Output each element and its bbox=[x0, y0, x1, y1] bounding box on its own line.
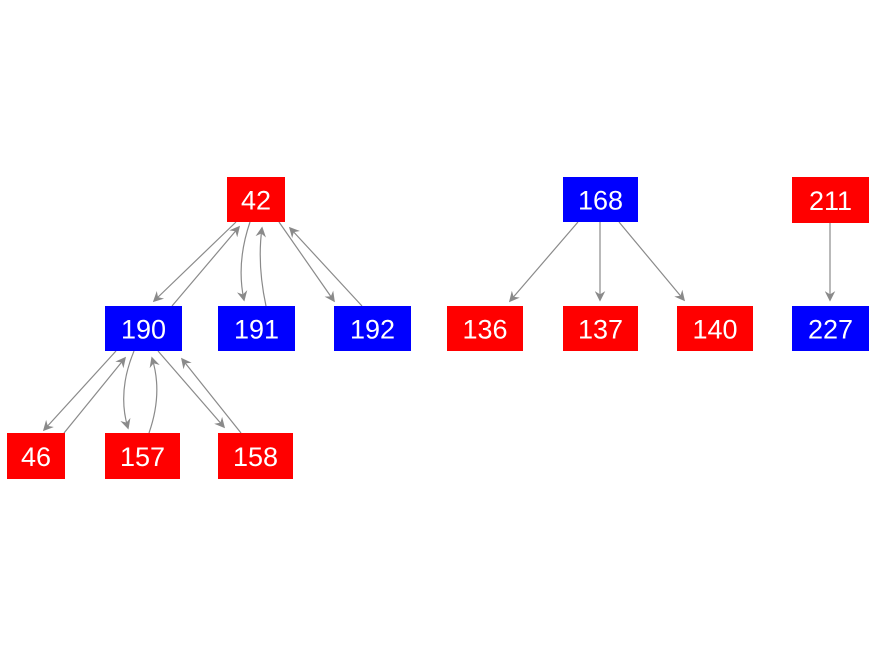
edge-168-136 bbox=[508, 221, 579, 303]
edge-42-192 bbox=[278, 221, 335, 303]
edge-168-140 bbox=[618, 221, 686, 302]
node-box-158 bbox=[218, 433, 293, 479]
node-168: 168 bbox=[563, 177, 638, 222]
node-box-46 bbox=[7, 433, 65, 479]
node-label-158: 158 bbox=[233, 442, 278, 472]
edges-layer bbox=[42, 221, 836, 434]
node-box-137 bbox=[563, 306, 638, 351]
node-label-137: 137 bbox=[578, 315, 623, 345]
node-box-190 bbox=[105, 306, 182, 351]
node-158: 158 bbox=[218, 433, 293, 479]
node-label-168: 168 bbox=[578, 186, 623, 216]
node-227: 227 bbox=[792, 306, 869, 351]
edge-42-190 bbox=[152, 221, 237, 303]
node-box-211 bbox=[792, 177, 869, 223]
edge-42-191 bbox=[236, 221, 251, 302]
node-42: 42 bbox=[227, 177, 285, 222]
node-box-168 bbox=[563, 177, 638, 222]
node-label-227: 227 bbox=[808, 315, 853, 345]
node-label-136: 136 bbox=[462, 315, 507, 345]
node-label-190: 190 bbox=[121, 315, 166, 345]
edge-158-190 bbox=[181, 357, 242, 434]
edge-190-46 bbox=[42, 350, 117, 432]
node-211: 211 bbox=[792, 177, 869, 223]
node-136: 136 bbox=[447, 306, 523, 351]
node-box-191 bbox=[218, 306, 295, 351]
node-190: 190 bbox=[105, 306, 182, 351]
edge-46-190 bbox=[63, 356, 126, 434]
node-box-42 bbox=[227, 177, 285, 222]
node-box-192 bbox=[334, 306, 411, 351]
node-137: 137 bbox=[563, 306, 638, 351]
nodes-layer: 42 190 191 192 46 157 158 168 136 137 140 211 227 bbox=[7, 177, 869, 479]
node-label-42: 42 bbox=[241, 186, 271, 216]
node-label-192: 192 bbox=[350, 315, 395, 345]
node-label-191: 191 bbox=[234, 315, 279, 345]
edge-190-158 bbox=[157, 350, 226, 429]
edge-190-157 bbox=[120, 350, 135, 430]
node-label-157: 157 bbox=[120, 442, 165, 472]
node-157: 157 bbox=[105, 433, 180, 479]
node-192: 192 bbox=[334, 306, 411, 351]
edge-192-42 bbox=[288, 226, 363, 307]
edge-190-42 bbox=[171, 225, 241, 307]
node-label-46: 46 bbox=[21, 442, 51, 472]
node-box-227 bbox=[792, 306, 869, 351]
node-box-136 bbox=[447, 306, 523, 351]
node-box-157 bbox=[105, 433, 180, 479]
node-46: 46 bbox=[7, 433, 65, 479]
node-box-140 bbox=[677, 306, 753, 351]
node-label-140: 140 bbox=[692, 315, 737, 345]
node-label-211: 211 bbox=[809, 186, 852, 216]
edge-191-42 bbox=[255, 226, 267, 307]
node-140: 140 bbox=[677, 306, 753, 351]
node-191: 191 bbox=[218, 306, 295, 351]
edge-157-190 bbox=[148, 356, 160, 434]
